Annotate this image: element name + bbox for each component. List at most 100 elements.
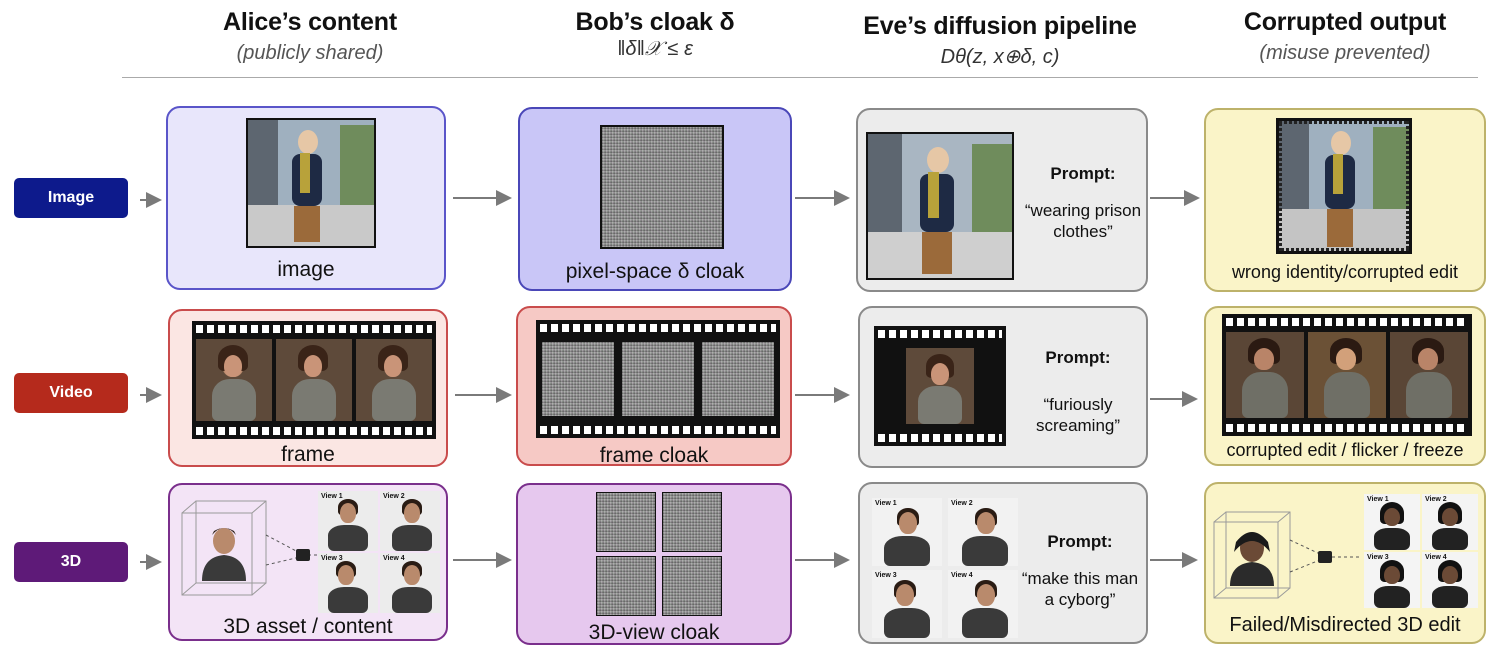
view-tile: View 2 (1422, 494, 1478, 550)
view-label: View 3 (1367, 554, 1389, 561)
view-label: View 4 (383, 555, 405, 562)
prompt-line-2: a cyborg” (1044, 590, 1116, 609)
video-frame (356, 339, 432, 421)
view-noise-cloak (662, 556, 722, 616)
view-noise-cloak (662, 492, 722, 552)
alice-video-caption: frame (281, 443, 335, 466)
frame-noise-cloak (702, 342, 774, 416)
column-title-eve: Eve’s diffusion pipeline (863, 12, 1137, 40)
column-title-bob: Bob’s cloak δ (575, 8, 735, 36)
view-noise-cloak (596, 492, 656, 552)
prompt-line-1: “wearing prison (1024, 201, 1142, 220)
sprocket-row (540, 426, 776, 434)
multiview-grid: View 1 View 2 View 3 View 4 (318, 491, 440, 613)
cloak-video-caption: frame cloak (599, 444, 709, 467)
column-subtitle-eve: Dθ(z, x⊕δ, c) (940, 46, 1060, 68)
prompt-line-1: “make this man (1021, 569, 1139, 588)
sprocket-row (196, 427, 432, 435)
prompt-title: Prompt: (1045, 348, 1111, 367)
output-video-caption: corrupted edit / flicker / freeze (1226, 440, 1464, 460)
output-video-box: corrupted edit / flicker / freeze (1204, 306, 1486, 466)
cloak-image-box: pixel-space δ cloak (518, 107, 792, 291)
prompt-line-2: screaming” (1035, 416, 1121, 435)
video-frame (1226, 332, 1304, 418)
column-title-alice: Alice’s content (223, 8, 397, 36)
sprocket-row (878, 330, 1002, 338)
frame-noise-cloak (542, 342, 614, 416)
view-tile: View 1 (872, 498, 942, 566)
column-subtitle-alice: (publicly shared) (236, 42, 384, 64)
view-label: View 4 (1425, 554, 1447, 561)
3d-asset-cube (181, 500, 326, 596)
cloak-3d-caption: 3D-view cloak (588, 621, 720, 644)
column-subtitle-output: (misuse prevented) (1259, 42, 1431, 64)
corrupted-photo-illustration (1279, 121, 1409, 251)
filmstrip (192, 321, 436, 439)
eve-photo-illustration (868, 134, 1012, 278)
video-frame (196, 339, 272, 421)
noise-filmstrip (536, 320, 780, 438)
view-tile: View 1 (318, 491, 378, 551)
alice-3d-caption: 3D asset / content (223, 615, 393, 638)
view-tile: View 1 (1364, 494, 1420, 550)
woman-photo (246, 118, 376, 248)
view-label: View 1 (875, 500, 897, 507)
view-tile: View 3 (872, 570, 942, 638)
row-label-3d: 3D (14, 542, 128, 582)
column-title-output: Corrupted output (1243, 8, 1447, 36)
video-frame (276, 339, 352, 421)
sprocket-row (540, 324, 776, 332)
view-tile: View 3 (1364, 552, 1420, 608)
eve-image-box: Prompt: “wearing prison clothes” (856, 108, 1148, 292)
view-tile: View 4 (380, 553, 440, 613)
output-image-caption: wrong identity/corrupted edit (1231, 262, 1459, 282)
view-label: View 2 (1425, 496, 1447, 503)
row-label-image: Image (14, 178, 128, 218)
header-divider (122, 77, 1478, 78)
cloak-video-box: frame cloak (516, 306, 792, 467)
corrupted-filmstrip (1222, 314, 1472, 436)
sprocket-row (1226, 318, 1468, 326)
alice-video-box: frame (168, 309, 448, 467)
sprocket-row (196, 325, 432, 333)
view-label: View 1 (321, 493, 343, 500)
output-3d-box: View 1 View 2 View 3 View 4 Failed/Misdi… (1204, 482, 1486, 644)
row-label-video: Video (14, 373, 128, 413)
view-label: View 3 (875, 572, 897, 579)
view-label: View 2 (383, 493, 405, 500)
sprocket-row (878, 434, 1002, 442)
alice-image-box: image (166, 106, 446, 290)
corrupted-multiview-grid: View 1 View 2 View 3 View 4 (1364, 494, 1478, 608)
output-3d-caption: Failed/Misdirected 3D edit (1229, 614, 1461, 636)
corrupted-3d-cube (1213, 511, 1362, 599)
video-frame (1390, 332, 1468, 418)
pixel-noise-cloak (600, 125, 724, 249)
view-label: View 3 (321, 555, 343, 562)
view-noise-cloak (596, 556, 656, 616)
view-tile: View 3 (318, 553, 378, 613)
cloak-image-caption: pixel-space δ cloak (565, 260, 745, 283)
view-label: View 2 (951, 500, 973, 507)
frame-noise-cloak (622, 342, 694, 416)
sprocket-row (1226, 424, 1468, 432)
prompt-line-2: clothes” (1053, 222, 1113, 241)
alice-image-caption: image (277, 258, 335, 281)
alice-3d-box: View 1 View 2 View 3 View 4 3D asset / c… (168, 483, 448, 641)
view-label: View 1 (1367, 496, 1389, 503)
video-frame (1308, 332, 1386, 418)
view-tile: View 2 (948, 498, 1018, 566)
eve-3d-box: View 1 View 2 View 3 View 4 Prompt: “mak… (858, 482, 1148, 644)
woman-photo-illustration (248, 120, 374, 246)
prompt-title: Prompt: (1047, 532, 1113, 551)
view-tile: View 4 (1422, 552, 1478, 608)
eve-video-box: Prompt: “furiously screaming” (858, 306, 1148, 468)
cloak-3d-box: 3D-view cloak (516, 483, 792, 645)
eve-multiview-grid: View 1 View 2 View 3 View 4 (872, 498, 1018, 638)
view-tile: View 2 (380, 491, 440, 551)
eve-woman-photo (866, 132, 1014, 280)
corrupted-woman-photo (1276, 118, 1412, 254)
view-label: View 4 (951, 572, 973, 579)
prompt-line-1: “furiously (1043, 395, 1113, 414)
view-tile: View 4 (948, 570, 1018, 638)
